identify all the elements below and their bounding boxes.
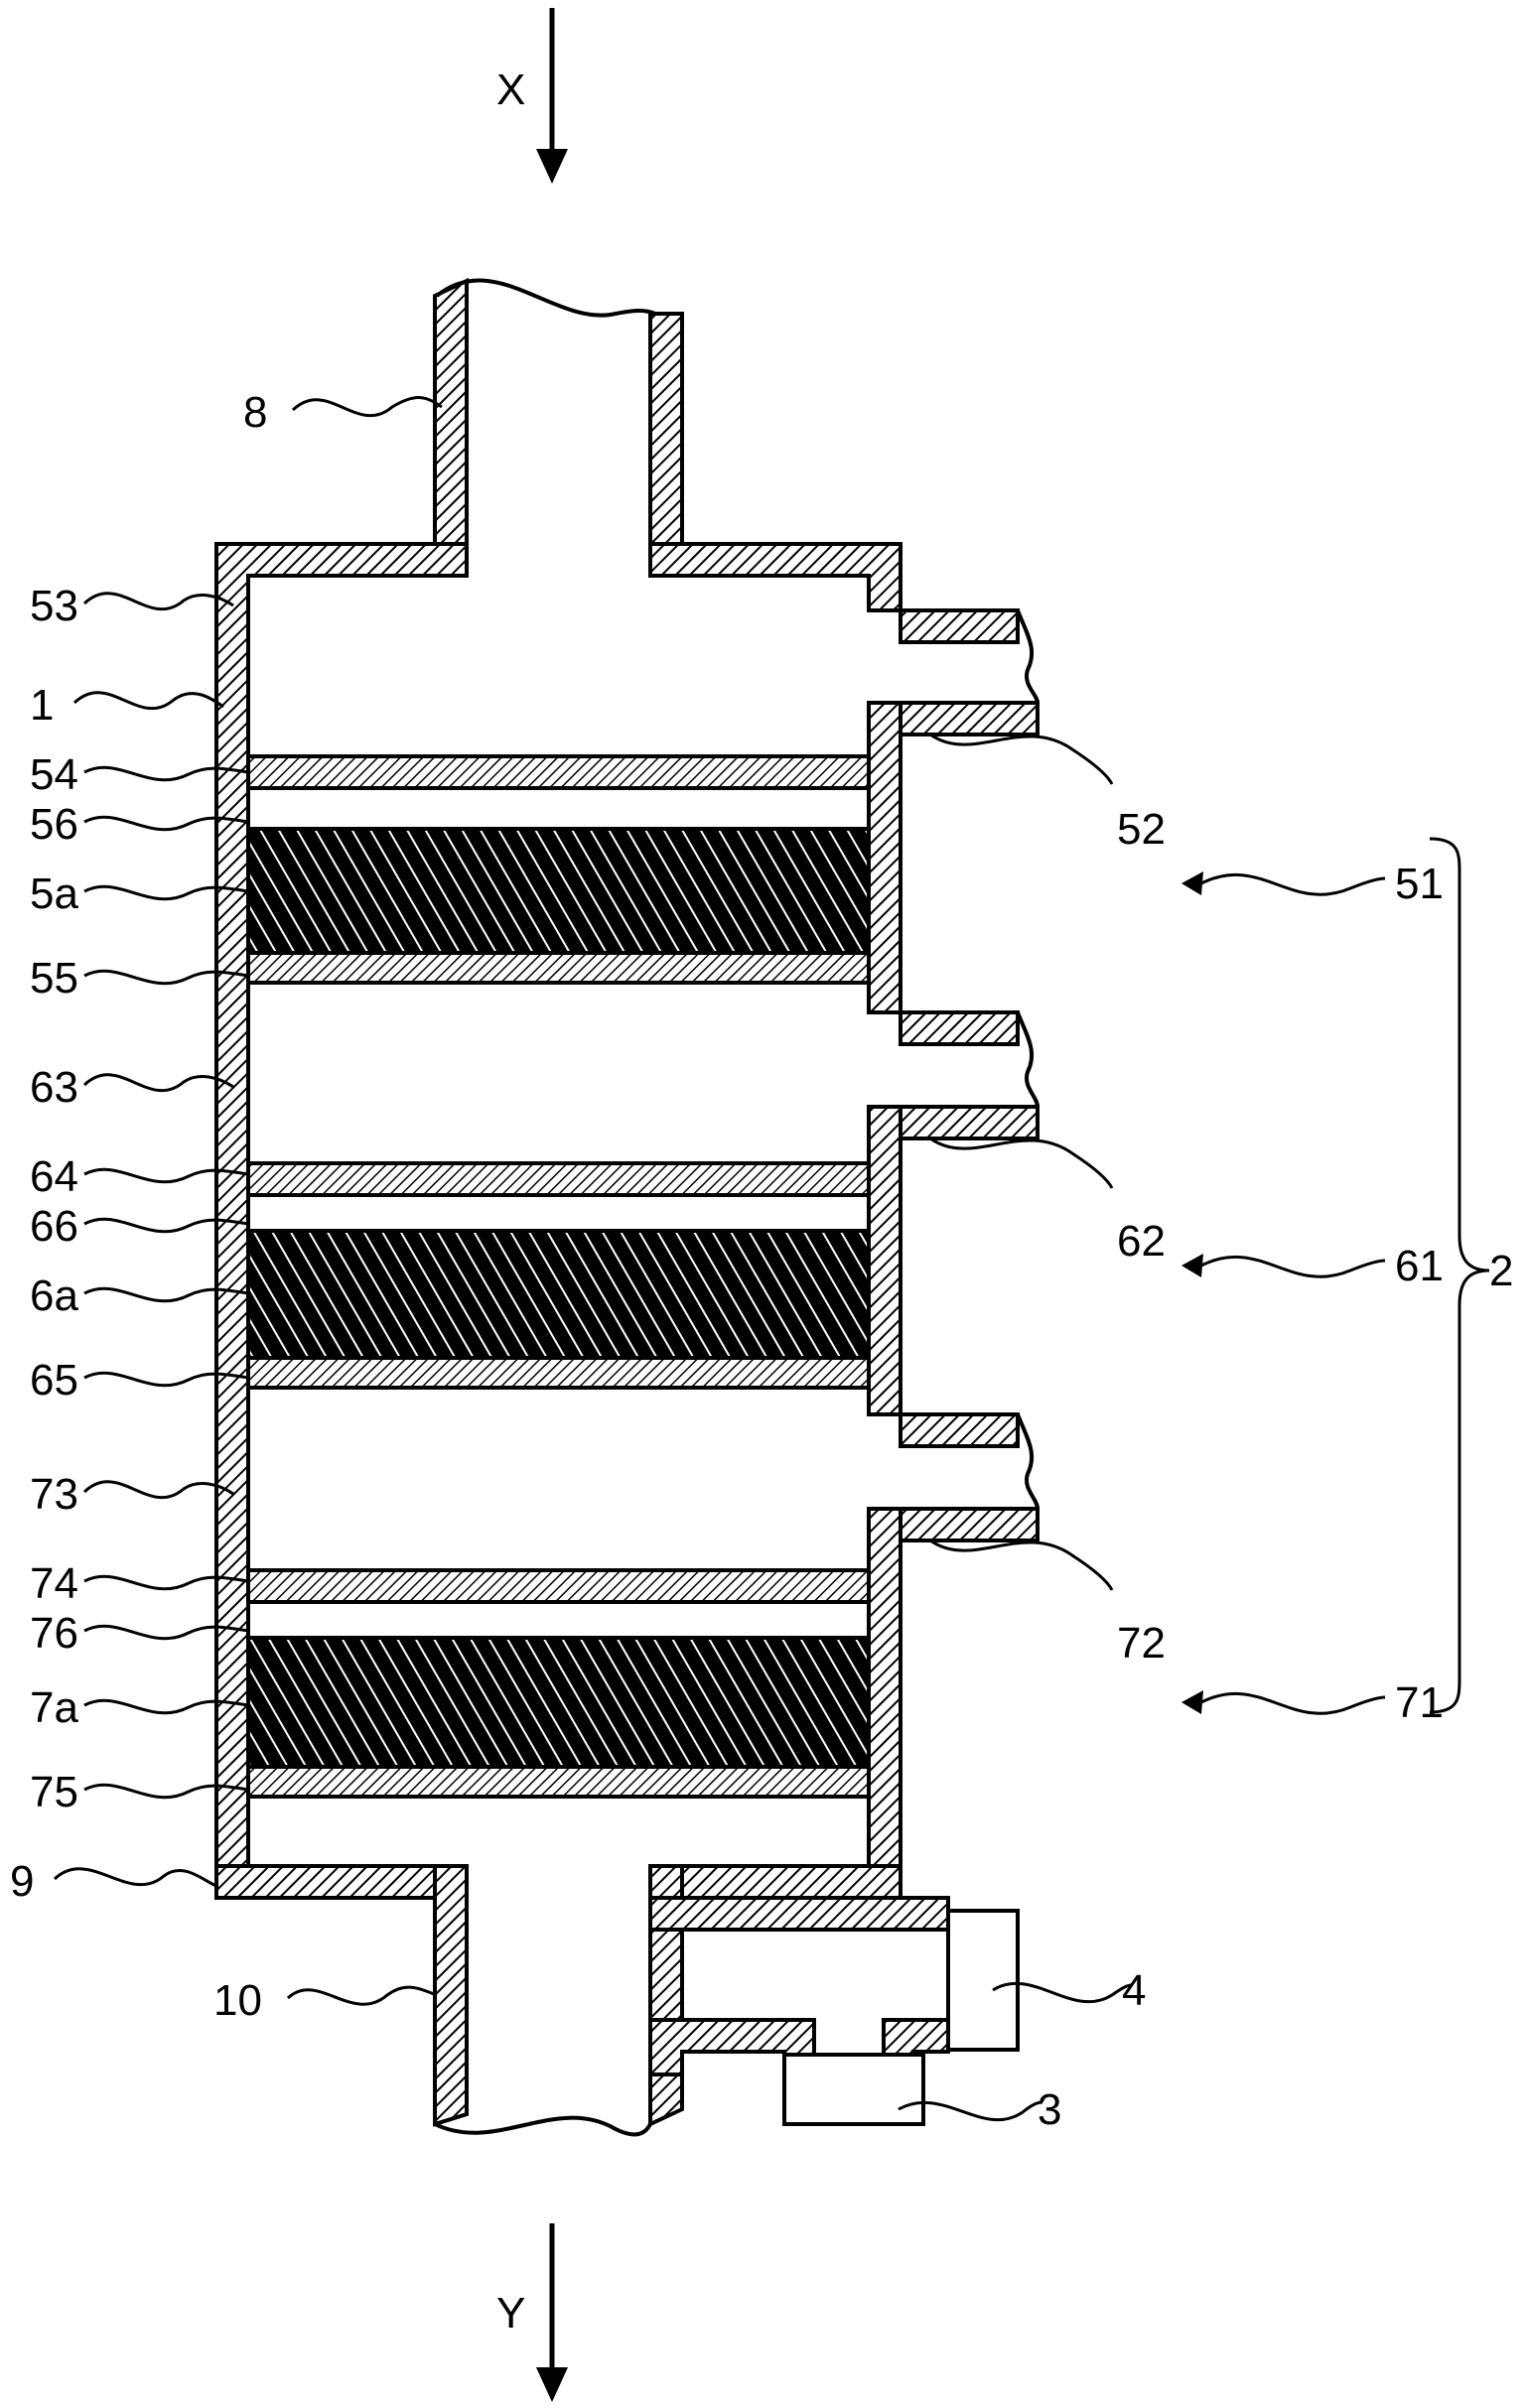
outlet-port-72 xyxy=(869,1412,1040,1542)
label-52: 52 xyxy=(1117,805,1166,854)
label-73: 73 xyxy=(30,1470,78,1519)
label-56: 56 xyxy=(30,800,78,849)
label-74: 74 xyxy=(30,1559,78,1608)
right-labels: 52 51 62 61 72 71 2 4 3 xyxy=(898,733,1513,2134)
label-3: 3 xyxy=(1038,2085,1061,2134)
outlet-flow-label: Y xyxy=(496,2289,525,2338)
label-62: 62 xyxy=(1117,1217,1166,1266)
label-76: 76 xyxy=(30,1609,78,1658)
label-51: 51 xyxy=(1395,860,1444,908)
brace-2 xyxy=(1429,837,1490,1714)
plate-74 xyxy=(246,1568,871,1604)
stage-51 xyxy=(246,754,871,985)
outlet-flow-arrow: Y xyxy=(496,2223,568,2402)
label-53: 53 xyxy=(30,582,78,630)
label-10: 10 xyxy=(213,1976,262,2025)
label-54: 54 xyxy=(30,750,78,799)
arrow-51: 51 xyxy=(1181,860,1444,908)
inlet-flow-arrow: X xyxy=(496,8,568,184)
label-7a: 7a xyxy=(30,1683,78,1732)
plate-55 xyxy=(246,951,871,985)
label-66: 66 xyxy=(30,1202,78,1251)
catalyst-7a xyxy=(246,1636,871,1769)
label-1: 1 xyxy=(30,681,54,730)
label-2: 2 xyxy=(1489,1247,1513,1295)
housing xyxy=(214,542,902,1900)
label-9: 9 xyxy=(10,1857,34,1906)
label-5a: 5a xyxy=(30,870,78,918)
arrow-61: 61 xyxy=(1181,1242,1444,1290)
outlet-port-52 xyxy=(869,608,1040,736)
catalyst-6a xyxy=(246,1229,871,1360)
plate-75 xyxy=(246,1765,871,1799)
label-4: 4 xyxy=(1122,1966,1146,2015)
label-75: 75 xyxy=(30,1768,78,1816)
label-6a: 6a xyxy=(30,1271,78,1320)
label-61: 61 xyxy=(1395,1242,1444,1290)
label-8: 8 xyxy=(243,388,267,437)
left-labels: 8 53 1 54 56 5a 55 63 64 66 6a 65 73 74 … xyxy=(10,388,443,2025)
label-65: 65 xyxy=(30,1356,78,1405)
catalyst-5a xyxy=(246,827,871,955)
stage-71 xyxy=(246,1568,871,1799)
sensor-4 xyxy=(946,1909,1020,2052)
outlet-port-62 xyxy=(869,1010,1040,1140)
label-63: 63 xyxy=(30,1063,78,1112)
label-72: 72 xyxy=(1117,1619,1166,1668)
label-55: 55 xyxy=(30,954,78,1003)
sensor-branch xyxy=(648,1896,1020,2126)
label-71: 71 xyxy=(1395,1678,1444,1727)
plate-64 xyxy=(246,1161,871,1197)
arrow-71: 71 xyxy=(1181,1678,1444,1727)
label-64: 64 xyxy=(30,1152,78,1201)
inlet-pipe xyxy=(433,277,684,548)
outlet-pipe xyxy=(433,1864,684,2137)
plate-54 xyxy=(246,754,871,790)
plate-65 xyxy=(246,1356,871,1390)
stage-61 xyxy=(246,1161,871,1390)
inlet-flow-label: X xyxy=(496,66,525,114)
sensor-3 xyxy=(782,2053,925,2126)
